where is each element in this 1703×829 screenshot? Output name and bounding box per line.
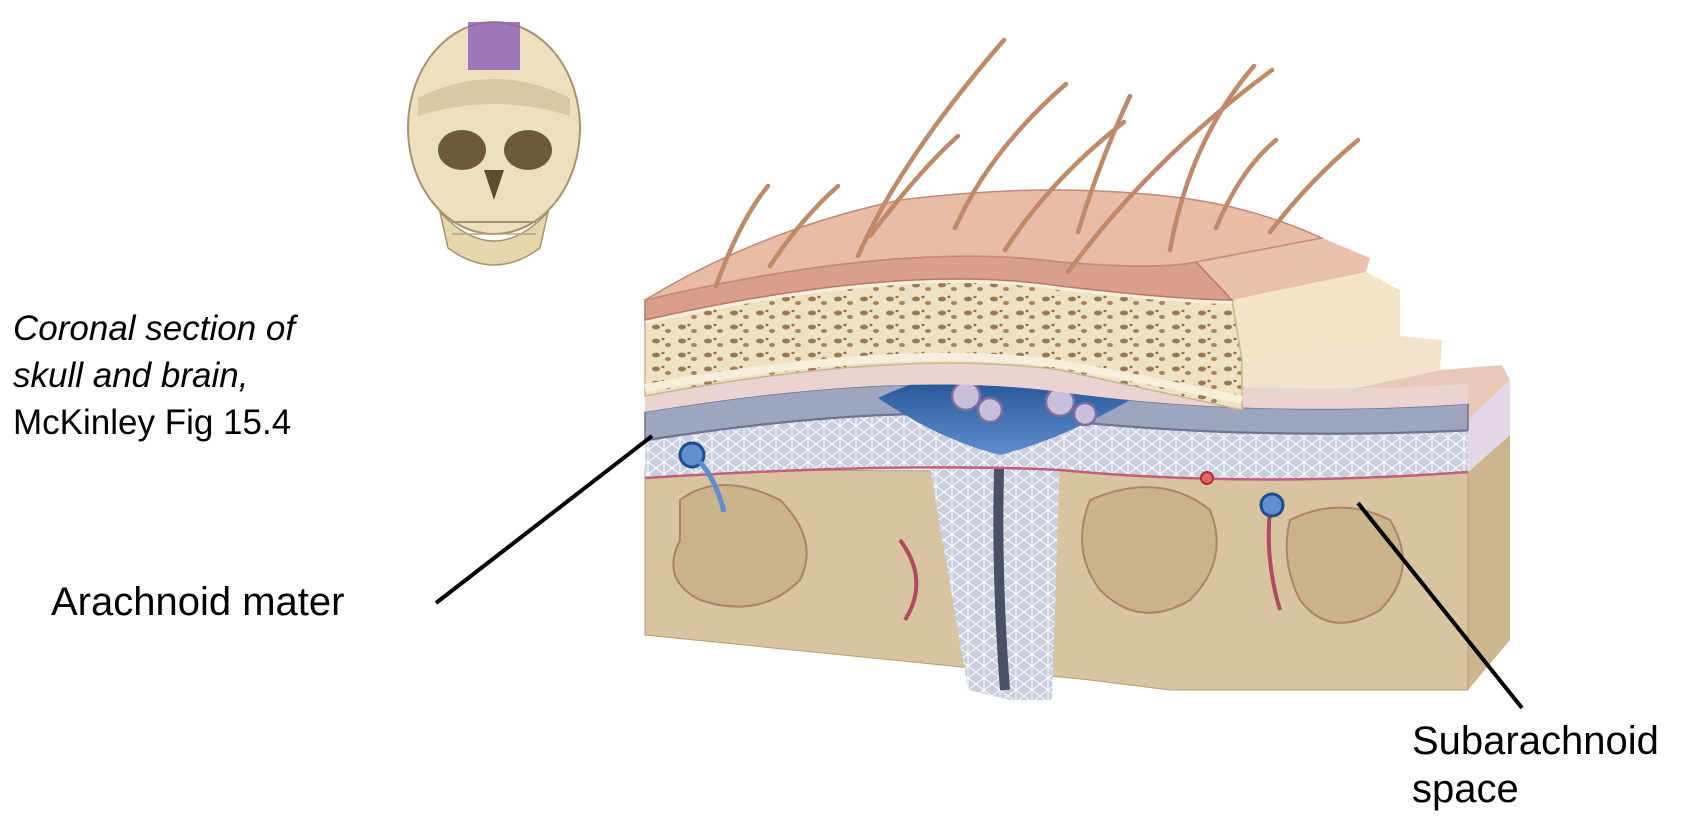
subarachnoid-label-line-1: Subarachnoid bbox=[1412, 719, 1659, 763]
scalp-surface bbox=[644, 189, 1325, 301]
brain-side-face bbox=[1468, 435, 1510, 690]
subarachnoid-leader-line bbox=[1356, 501, 1524, 710]
arachnoid-leader-line bbox=[434, 434, 654, 605]
artery-icon bbox=[1200, 471, 1214, 485]
hair-strands bbox=[713, 37, 1361, 289]
caption-line-1: Coronal section of bbox=[13, 309, 296, 348]
vein-icon bbox=[678, 441, 706, 469]
tissue-block bbox=[644, 189, 1510, 700]
caption-line-2: skull and brain, bbox=[13, 356, 249, 395]
pia-layer bbox=[644, 466, 1469, 481]
skull-thumbnail bbox=[407, 21, 581, 266]
figure-caption: Coronal section of skull and brain, McKi… bbox=[13, 305, 393, 446]
arachnoid-mater-label: Arachnoid mater bbox=[51, 580, 345, 624]
subarachnoid-space-label: Subarachnoid space bbox=[1412, 717, 1659, 813]
subarachnoid-web bbox=[645, 413, 1468, 480]
falx-cerebri bbox=[993, 439, 1010, 691]
scalp-side bbox=[1196, 238, 1370, 300]
section-highlight bbox=[468, 22, 520, 70]
bone-side bbox=[1232, 272, 1400, 360]
caption-line-3: McKinley Fig 15.4 bbox=[13, 403, 292, 442]
subarachnoid-label-line-2: space bbox=[1412, 767, 1519, 811]
